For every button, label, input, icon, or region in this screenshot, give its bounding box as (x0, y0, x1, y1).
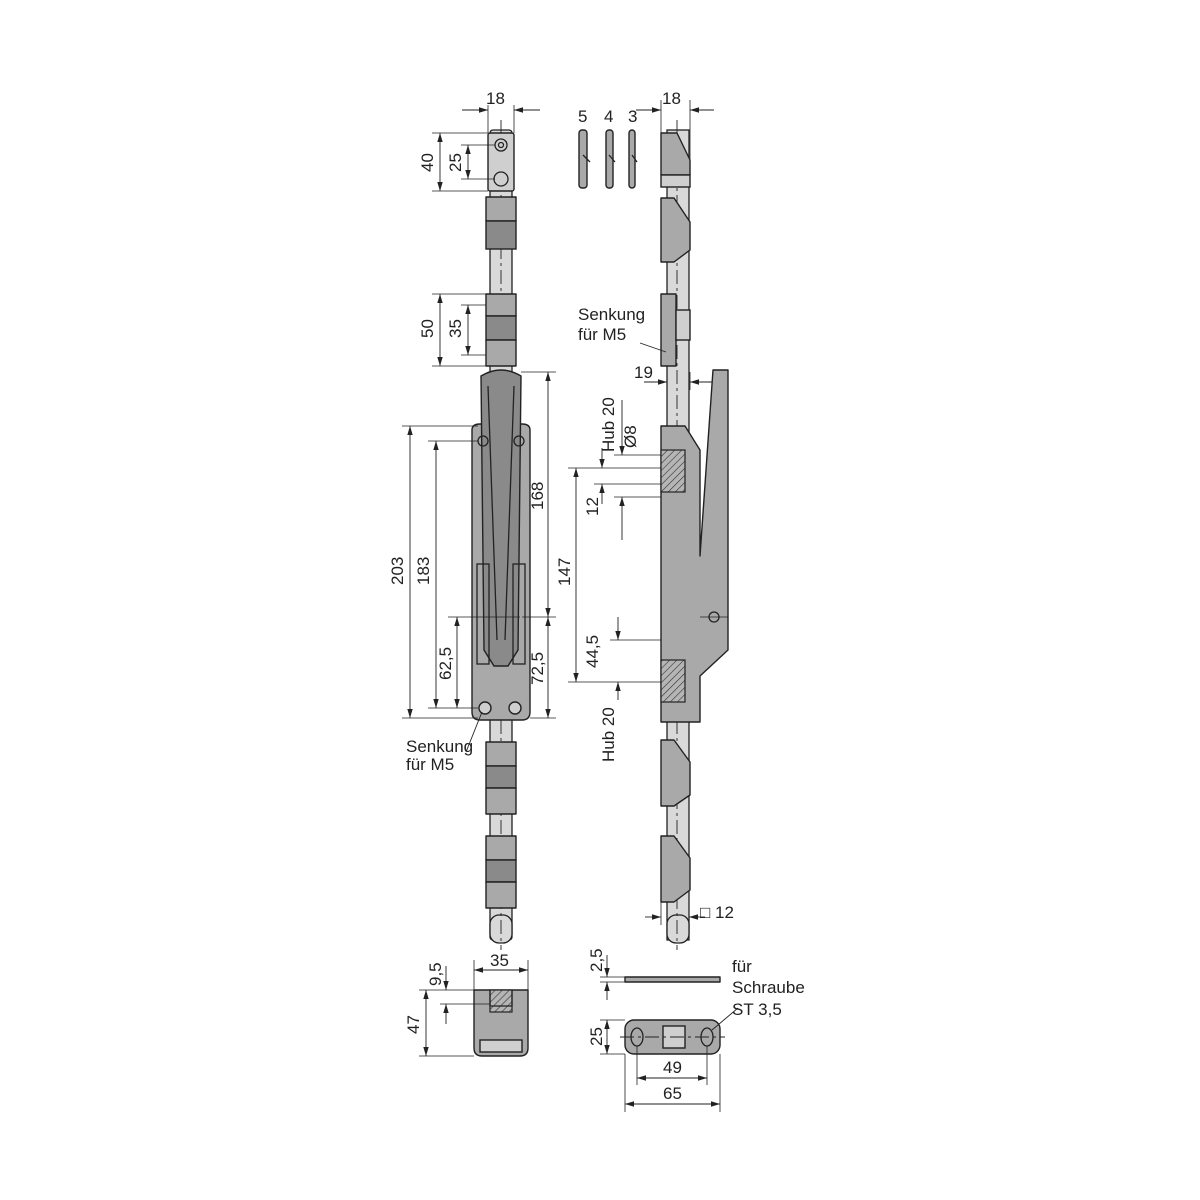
side-dim-spacer-5: 5 (578, 107, 587, 126)
side-guide-2 (660, 293, 677, 367)
striker-plate-side (624, 976, 721, 983)
front-handle-housing (471, 369, 531, 721)
side-dimensions (568, 100, 714, 925)
front-dim-overall-housing: 203 (388, 557, 407, 585)
guide-dim-height: 47 (404, 1015, 423, 1034)
front-dim-lower-hole-offset: 62,5 (436, 647, 455, 680)
front-dim-top-height-inner: 25 (446, 153, 465, 172)
side-dim-top-width: 18 (662, 89, 681, 108)
side-spacers (578, 129, 638, 189)
front-label-senkung: Senkung (406, 737, 473, 756)
side-label-fuer-m5: für M5 (578, 325, 626, 344)
side-dim-diameter-8: Ø8 (621, 425, 640, 448)
front-dim-guide-inner: 35 (446, 319, 465, 338)
plate-label-st35: ST 3,5 (732, 1000, 782, 1019)
front-dim-top-width: 18 (486, 89, 505, 108)
front-view: 18 40 25 50 35 203 183 62,5 168 72,5 Sen… (388, 89, 556, 950)
side-dim-offset-19: 19 (634, 363, 653, 382)
front-dimensions (402, 105, 556, 753)
front-guide-4 (485, 835, 517, 909)
side-guide-1 (660, 197, 691, 263)
front-dim-top-height-outer: 40 (418, 153, 437, 172)
side-dim-12: 12 (583, 497, 602, 516)
striker-plate: 2,5 25 49 65 für Schraube ST 3,5 (587, 948, 805, 1112)
side-dim-spacer-3: 3 (628, 107, 637, 126)
guide-piece: 35 9,5 47 (404, 951, 529, 1057)
front-top-end-piece (487, 132, 515, 192)
side-dim-147: 147 (555, 558, 574, 586)
plate-dim-height: 25 (587, 1027, 606, 1046)
side-dim-hub-bottom: Hub 20 (599, 707, 618, 762)
front-guide-1 (485, 196, 517, 250)
side-rod-tip (666, 914, 690, 944)
side-view: 18 5 4 3 Senkung für M5 19 Hub 20 Ø8 12 … (555, 89, 734, 950)
front-dim-handle-length: 168 (528, 482, 547, 510)
side-label-senkung: Senkung (578, 305, 645, 324)
front-dim-hole-span: 183 (414, 557, 433, 585)
side-handle-body (660, 369, 729, 723)
side-dim-spacer-4: 4 (604, 107, 613, 126)
front-guide-3 (485, 741, 517, 815)
side-dim-44-5: 44,5 (583, 635, 602, 668)
plate-label-schraube: Schraube (732, 978, 805, 997)
front-dim-pivot-to-bottom: 72,5 (528, 652, 547, 685)
front-dim-guide-outer: 50 (418, 319, 437, 338)
side-dim-square-12: □ 12 (700, 903, 734, 922)
plate-label-fuer: für (732, 957, 752, 976)
plate-dim-hole-pitch: 49 (663, 1058, 682, 1077)
plate-dim-thickness: 2,5 (587, 948, 606, 972)
plate-dim-length: 65 (663, 1084, 682, 1103)
side-guide-3 (660, 739, 691, 807)
side-top-end-piece (660, 132, 691, 176)
side-dim-hub-top: Hub 20 (599, 397, 618, 452)
guide-dim-recess: 9,5 (426, 962, 445, 986)
guide-dim-width: 35 (490, 951, 509, 970)
front-label-fuer-m5: für M5 (406, 755, 454, 774)
front-guide-2 (485, 293, 517, 367)
